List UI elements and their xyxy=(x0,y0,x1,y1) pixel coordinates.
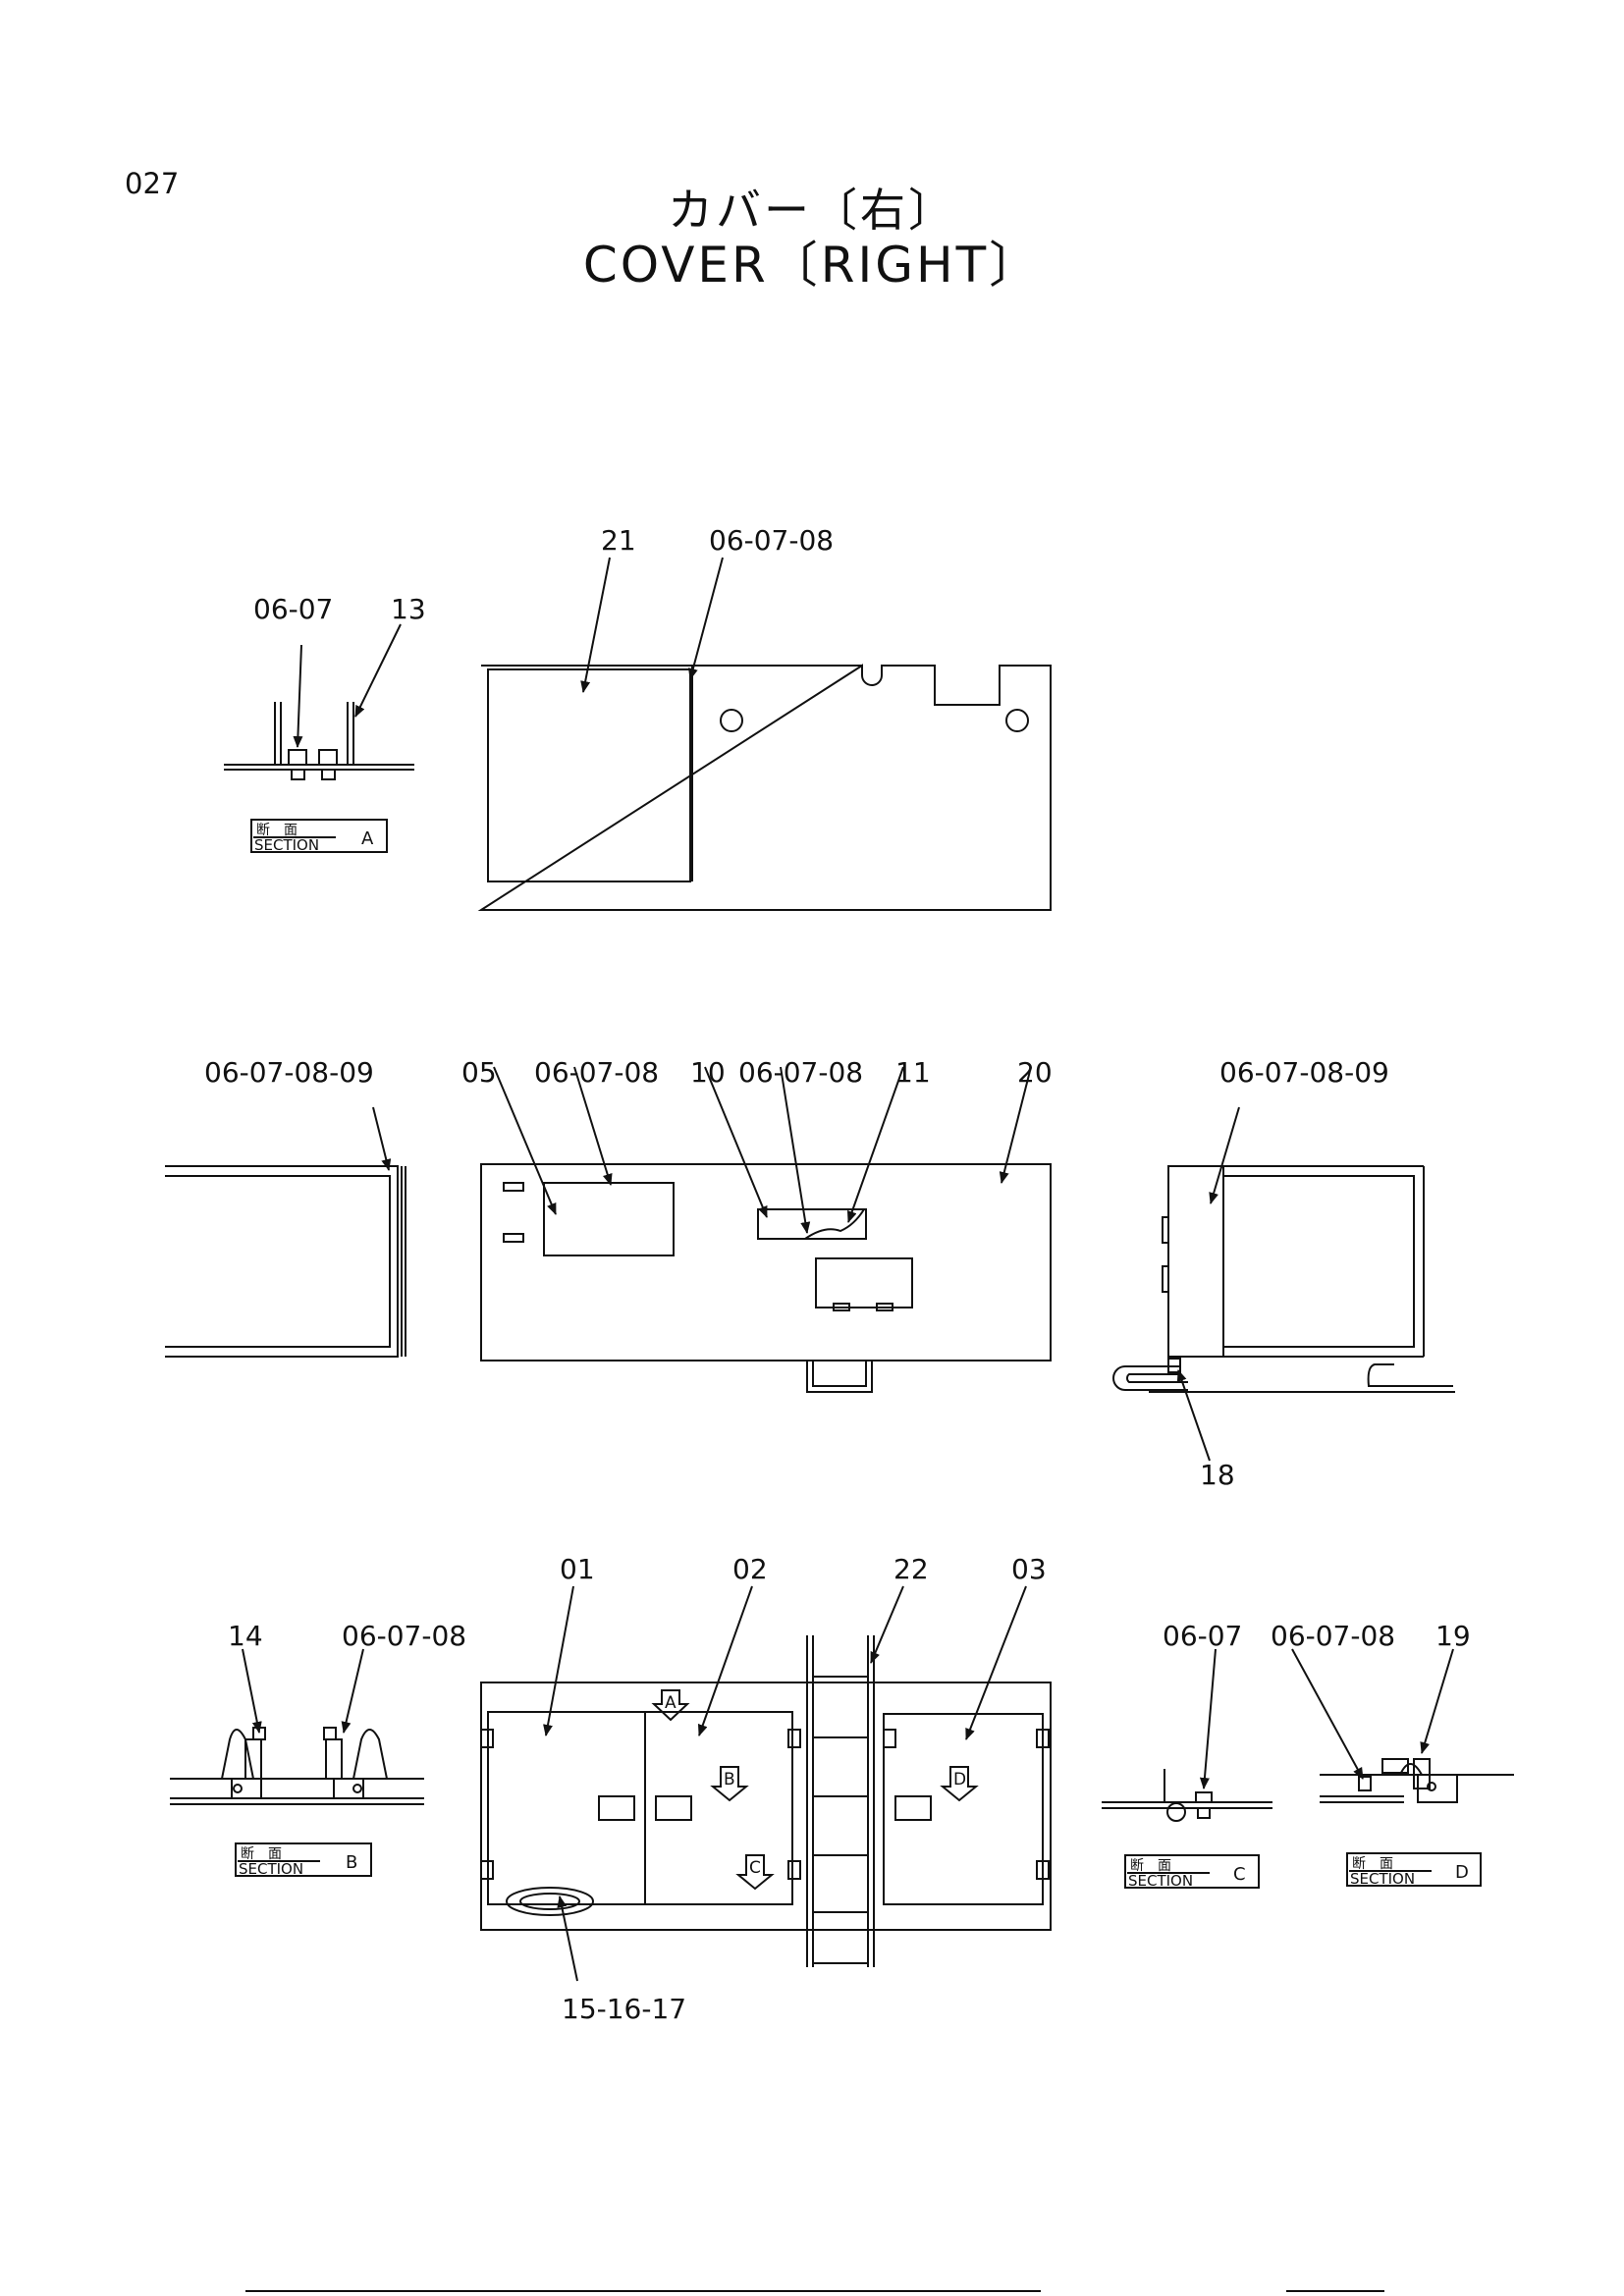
callout-21: 21 xyxy=(601,524,636,557)
section-b-label-box xyxy=(235,1842,372,1877)
callout-15-16-17: 15-16-17 xyxy=(562,1993,686,2025)
callouts-middle: 06-07-08-09 05 06-07-08 10 06-07-08 11 2… xyxy=(204,1056,1389,1491)
callout-left-06-07-08-09: 06-07-08-09 xyxy=(204,1056,374,1089)
middle-right-side-view xyxy=(1112,1106,1455,1462)
section-b-label-jp: 断 面 xyxy=(241,1846,282,1862)
callout-01: 01 xyxy=(560,1553,595,1585)
bottom-cover-assembly xyxy=(480,1585,1052,1982)
callout-18: 18 xyxy=(1200,1459,1235,1491)
middle-left-side-view xyxy=(165,1106,406,1358)
callout-13: 13 xyxy=(391,593,426,625)
view-arrow-letters: A B C D xyxy=(665,1693,966,1878)
section-d-label-jp: 断 面 xyxy=(1352,1856,1393,1872)
callout-mid-06-07-08-b: 06-07-08 xyxy=(738,1056,863,1089)
callout-03: 03 xyxy=(1011,1553,1047,1585)
callouts-top: 21 06-07-08 06-07 13 xyxy=(253,524,834,625)
page-title-english: COVER〔RIGHT〕 xyxy=(582,237,1042,294)
callout-22: 22 xyxy=(893,1553,929,1585)
section-b-label: 断 面 SECTION B xyxy=(239,1846,357,1878)
section-a-label: 断 面 SECTION A xyxy=(254,823,374,854)
section-b-label-en: SECTION xyxy=(239,1860,303,1878)
middle-main-panel xyxy=(480,1066,1052,1393)
section-d-label: 断 面 SECTION D xyxy=(1350,1856,1469,1888)
callout-05: 05 xyxy=(461,1056,497,1089)
section-b-letter: B xyxy=(346,1852,357,1873)
callout-11: 11 xyxy=(895,1056,931,1089)
section-c-detail xyxy=(1102,1648,1272,1822)
section-d-detail xyxy=(1291,1648,1514,1803)
page-number: 027 xyxy=(125,167,180,200)
section-c-label-en: SECTION xyxy=(1128,1872,1193,1890)
callout-14: 14 xyxy=(228,1620,263,1652)
section-d-letter: D xyxy=(1455,1862,1469,1883)
view-arrow-d: D xyxy=(953,1770,966,1789)
section-c-label-jp: 断 面 xyxy=(1130,1858,1171,1874)
callout-section-b-06-07-08: 06-07-08 xyxy=(342,1620,466,1652)
callout-20: 20 xyxy=(1017,1056,1053,1089)
section-d-label-box xyxy=(1346,1852,1482,1887)
section-b-detail xyxy=(170,1648,424,1805)
section-a-detail xyxy=(224,623,414,780)
callout-02: 02 xyxy=(732,1553,768,1585)
callout-section-d-06-07-08: 06-07-08 xyxy=(1271,1620,1395,1652)
callout-10: 10 xyxy=(690,1056,726,1089)
top-cover-panel xyxy=(477,557,1052,911)
callout-right-06-07-08-09: 06-07-08-09 xyxy=(1219,1056,1389,1089)
callouts-bottom: 14 06-07-08 01 02 22 03 06-07 06-07-08 1… xyxy=(228,1553,1471,2025)
section-c-letter: C xyxy=(1233,1864,1246,1885)
callout-top-06-07-08: 06-07-08 xyxy=(709,524,834,557)
section-a-label-en: SECTION xyxy=(254,836,319,854)
section-a-label-box xyxy=(250,819,388,853)
callout-section-a-06-07: 06-07 xyxy=(253,593,333,625)
section-c-label: 断 面 SECTION C xyxy=(1128,1858,1246,1890)
section-a-label-jp: 断 面 xyxy=(256,823,298,838)
callout-mid-06-07-08-a: 06-07-08 xyxy=(534,1056,659,1089)
view-arrow-a: A xyxy=(665,1693,677,1713)
view-arrow-c: C xyxy=(749,1858,761,1878)
page-title-japanese: カバー〔右〕 xyxy=(668,184,956,237)
callout-section-c-06-07: 06-07 xyxy=(1163,1620,1242,1652)
callout-19: 19 xyxy=(1435,1620,1471,1652)
section-c-label-box xyxy=(1124,1854,1260,1889)
section-d-label-en: SECTION xyxy=(1350,1870,1415,1888)
view-arrow-b: B xyxy=(724,1770,735,1789)
section-a-letter: A xyxy=(361,828,374,849)
